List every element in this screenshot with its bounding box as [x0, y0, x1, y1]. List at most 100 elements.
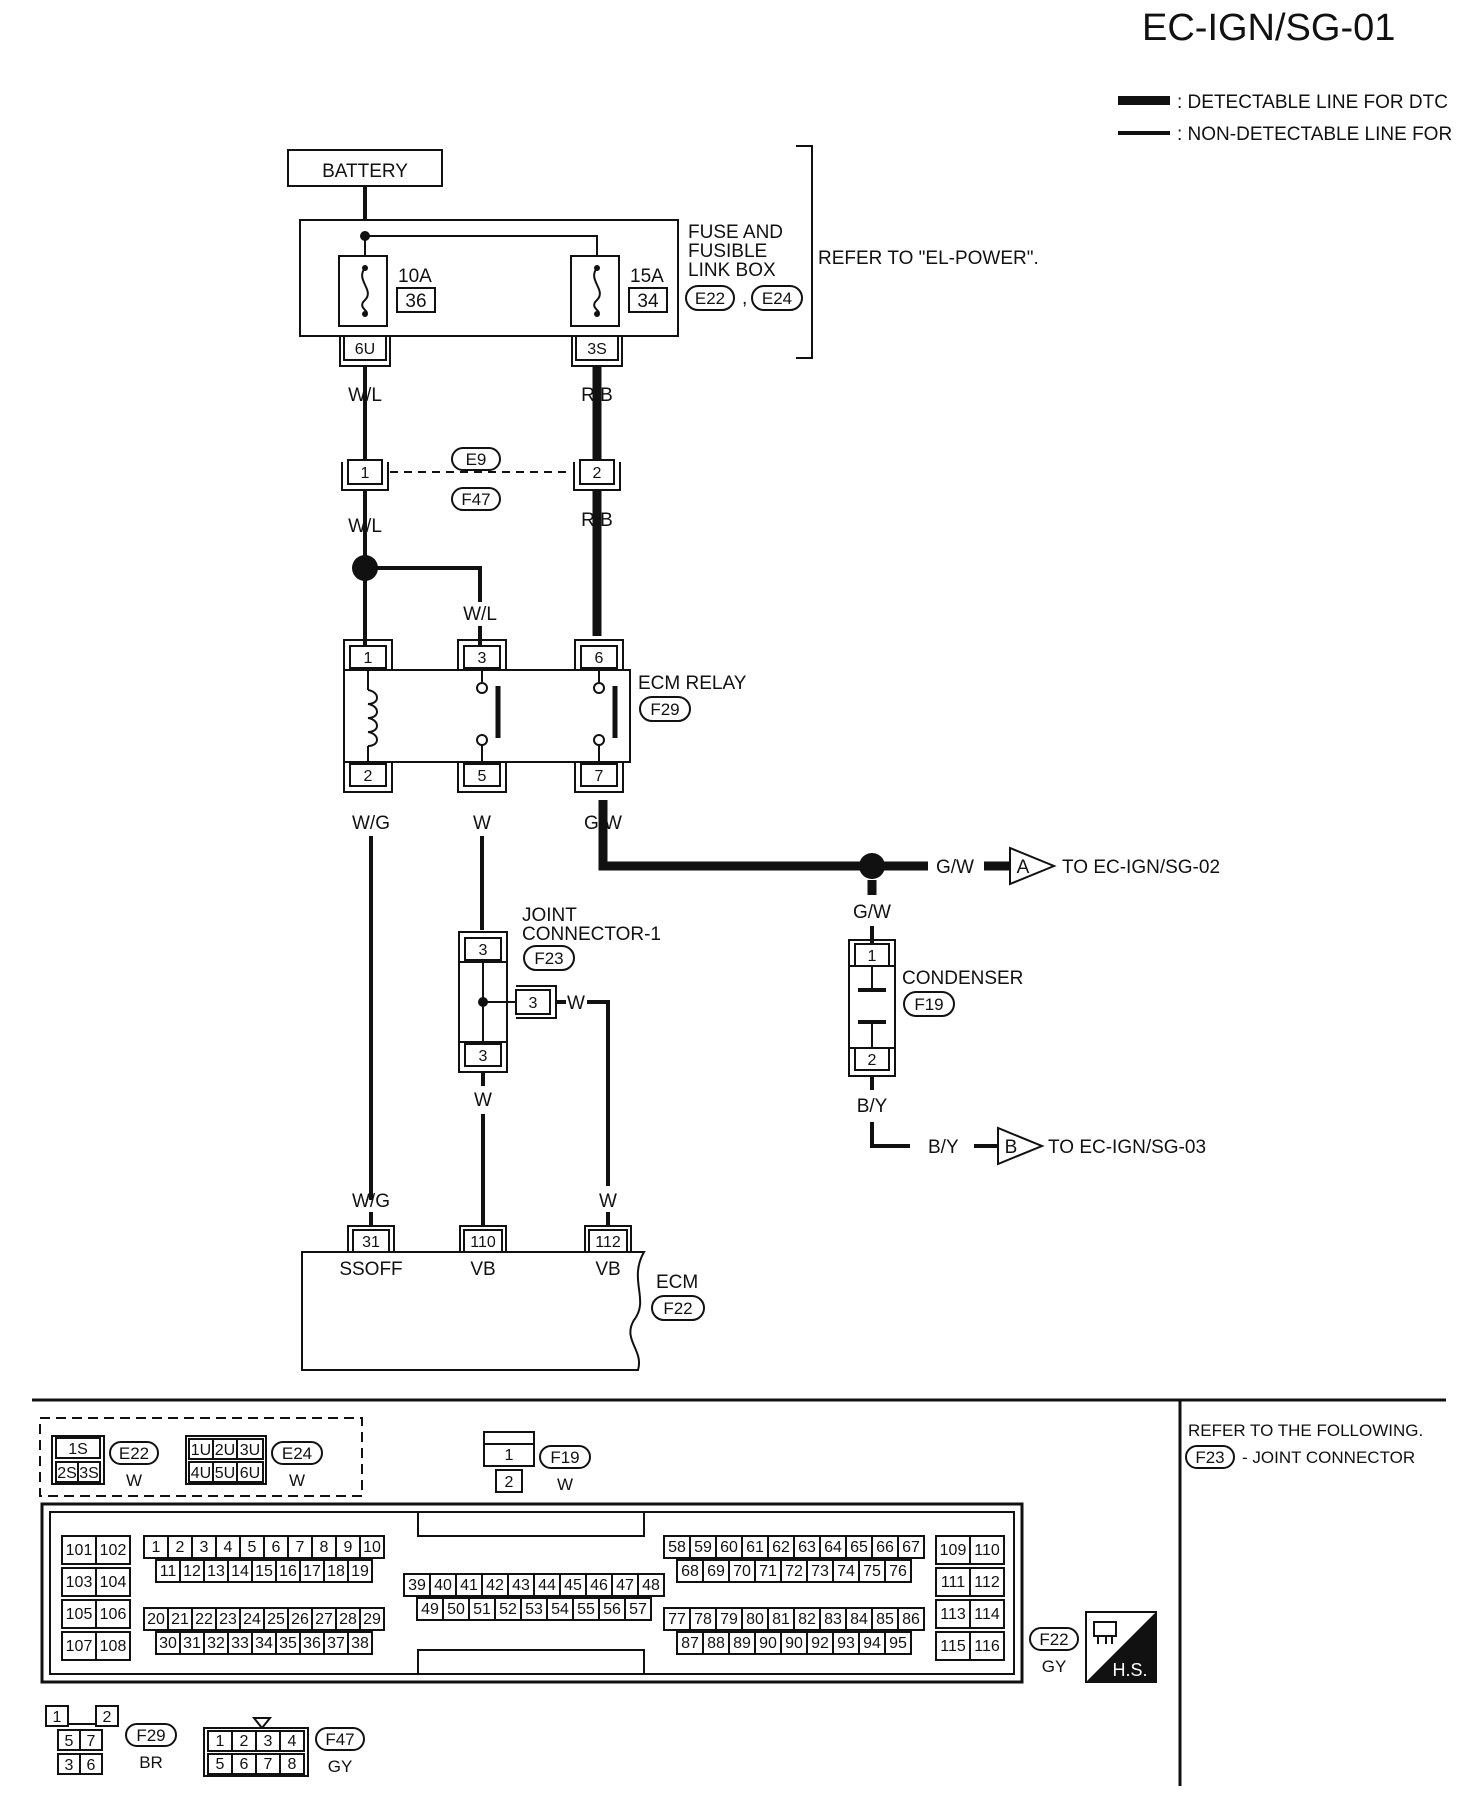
f47-cell-8: 8 — [288, 1756, 297, 1773]
ecm-conn-pin-66: 66 — [876, 1539, 894, 1556]
ecm-conn-pin-35: 35 — [279, 1635, 297, 1652]
ecm-relay-box — [343, 669, 631, 763]
joint-pin-side: 3 — [529, 995, 538, 1012]
refer-following-2: - JOINT CONNECTOR — [1242, 1448, 1415, 1467]
offpage-b-text: TO EC-IGN/SG-03 — [1048, 1137, 1206, 1158]
svg-text:1U: 1U — [191, 1442, 211, 1459]
fuse2-rating: 15A — [630, 266, 664, 287]
ecm-conn-pin-113: 113 — [940, 1606, 966, 1623]
fuse1-number: 36 — [405, 291, 426, 312]
wire-label-w-2: W — [567, 993, 585, 1014]
condenser-pin-2: 2 — [868, 1052, 877, 1069]
f19-cell-1: 1 — [505, 1447, 514, 1464]
ecm-conn-pin-2: 2 — [176, 1539, 185, 1556]
ecm-conn-pin-76: 76 — [889, 1563, 907, 1580]
ecm-conn-pin-38-cell — [347, 1631, 373, 1655]
ecm-conn-pin-58: 58 — [668, 1539, 686, 1556]
ecm-conn-pin-6: 6 — [272, 1539, 281, 1556]
fuse-box-title-3: LINK BOX — [688, 260, 776, 281]
ecm-conn-pin-92: 92 — [811, 1635, 829, 1652]
wire-label-by-1: B/Y — [857, 1096, 888, 1117]
ecm-conn-pin-29: 29 — [363, 1611, 381, 1628]
legend-thin-line — [1118, 131, 1170, 135]
f29-cell-2: 2 — [103, 1709, 112, 1726]
ecm-conn-pin-90: 90 — [759, 1635, 777, 1652]
ecm-conn-pin-30: 30 — [159, 1635, 177, 1652]
relay-pin-2: 2 — [364, 768, 373, 785]
joint-title-2: CONNECTOR-1 — [522, 924, 661, 945]
f47-cell-8-cell — [279, 1753, 305, 1775]
ecm-conn-pin-88: 88 — [707, 1635, 725, 1652]
refer-following-connector: F23 — [1195, 1448, 1224, 1467]
ecm-conn-pin-49: 49 — [421, 1601, 439, 1618]
f29-id: F29 — [136, 1726, 165, 1745]
wire-label-w-3: W — [474, 1090, 492, 1111]
ecm-pin-112: 112 — [595, 1234, 621, 1251]
ecm-conn-pin-67: 67 — [902, 1539, 920, 1556]
wire-label-gw-3: G/W — [853, 902, 891, 923]
svg-text:6U: 6U — [240, 1465, 260, 1482]
fuse-box-connector-group — [39, 1417, 363, 1497]
ecm-conn-pin-110-cell — [969, 1535, 1005, 1565]
ecm-conn-pin-112: 112 — [974, 1574, 1000, 1591]
ecm-conn-pin-57: 57 — [629, 1601, 647, 1618]
svg-text:3U: 3U — [240, 1442, 260, 1459]
ecm-conn-pin-53: 53 — [525, 1601, 543, 1618]
ecm-conn-pin-85: 85 — [876, 1611, 894, 1628]
ecm-conn-pin-116-cell — [969, 1631, 1005, 1661]
ecm-conn-pin-38: 38 — [351, 1635, 369, 1652]
ecm-conn-pin-40: 40 — [434, 1577, 452, 1594]
joint-connector-id: F23 — [534, 949, 563, 968]
ecm-conn-pin-55: 55 — [577, 1601, 595, 1618]
ecm-conn-pin-61: 61 — [746, 1539, 764, 1556]
ecm-conn-pin-114: 114 — [974, 1606, 1000, 1623]
ecm-conn-pin-89: 89 — [733, 1635, 751, 1652]
ecm-conn-pin-28: 28 — [339, 1611, 357, 1628]
ecm-conn-pin-106: 106 — [100, 1606, 127, 1623]
f29-cell-7: 7 — [87, 1733, 96, 1750]
relay-pin-5: 5 — [478, 768, 487, 785]
ecm-conn-pin-11: 11 — [160, 1563, 177, 1580]
terminal-6u — [343, 335, 387, 361]
relay-pin-3: 3 — [478, 650, 487, 667]
ecm-conn-pin-78: 78 — [694, 1611, 712, 1628]
ecm-conn-pin-18: 18 — [327, 1563, 345, 1580]
ecm-conn-pin-43: 43 — [512, 1577, 530, 1594]
wire-label-rb-1: R/B — [581, 385, 613, 406]
f47-cell-7: 7 — [264, 1756, 273, 1773]
relay-pin-7: 7 — [595, 768, 604, 785]
ecm-conn-pin-41: 41 — [460, 1577, 478, 1594]
inline-conn-f47: F47 — [461, 490, 490, 509]
ecm-conn-pin-64: 64 — [824, 1539, 842, 1556]
ecm-conn-pin-116: 116 — [974, 1638, 1000, 1655]
hs-label: H.S. — [1112, 1660, 1147, 1680]
joint-title-1: JOINT — [522, 905, 577, 926]
ecm-conn-pin-104: 104 — [100, 1574, 127, 1591]
ecm-conn-pin-46: 46 — [590, 1577, 608, 1594]
ecm-conn-pin-52: 52 — [499, 1601, 517, 1618]
f19-color: W — [557, 1475, 573, 1494]
ecm-conn-pin-54: 54 — [551, 1601, 569, 1618]
condenser-title: CONDENSER — [902, 968, 1023, 989]
ecm-conn-pin-65: 65 — [850, 1539, 868, 1556]
ecm-term-vb-1: VB — [470, 1259, 495, 1280]
wire-label-wl-2: W/L — [348, 516, 382, 537]
ecm-conn-pin-107: 107 — [66, 1638, 93, 1655]
relay-pin-6: 6 — [595, 650, 604, 667]
ecm-conn-pin-21: 21 — [171, 1611, 189, 1628]
wire-label-rb-2: R/B — [581, 510, 613, 531]
battery-label: BATTERY — [322, 161, 408, 182]
ecm-conn-pin-80: 80 — [746, 1611, 764, 1628]
ecm-conn-pin-86: 86 — [902, 1611, 920, 1628]
ecm-conn-pin-25: 25 — [267, 1611, 285, 1628]
legend-thick-line — [1118, 96, 1170, 105]
f29-cell-3: 3 — [65, 1757, 74, 1774]
offpage-a-text: TO EC-IGN/SG-02 — [1062, 857, 1220, 878]
fuse1-rating: 10A — [398, 266, 432, 287]
ecm-conn-pin-13: 13 — [207, 1563, 225, 1580]
e24-color: W — [289, 1471, 305, 1490]
ecm-conn-pin-62: 62 — [772, 1539, 790, 1556]
